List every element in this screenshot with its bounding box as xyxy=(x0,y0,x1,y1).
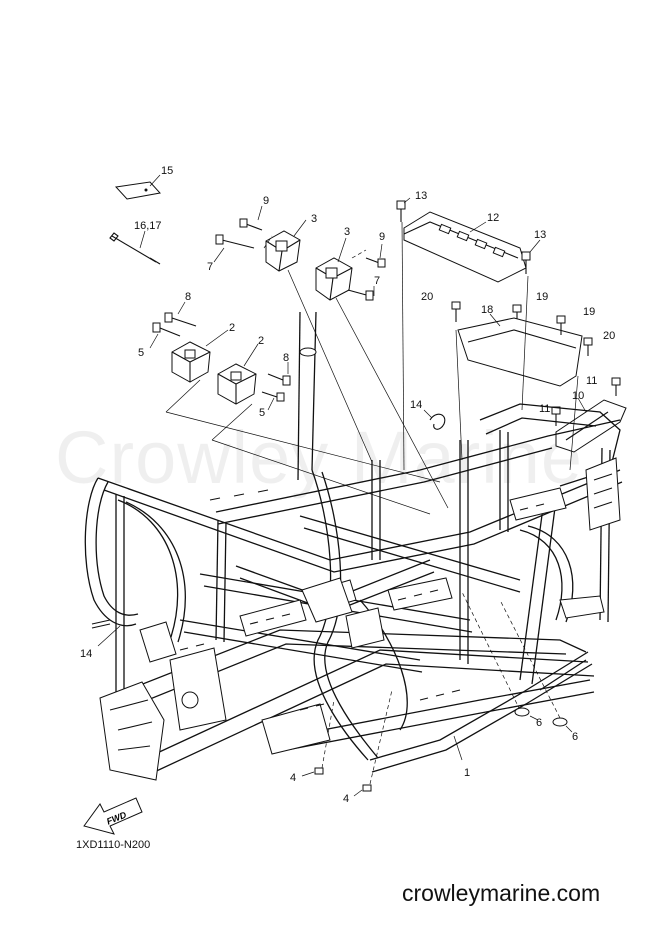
callout-8-lower: 8 xyxy=(283,352,289,364)
callout-12: 12 xyxy=(487,212,499,224)
callout-3-left: 3 xyxy=(311,213,317,225)
drawing-code: 1XD1110-N200 xyxy=(76,839,151,851)
part-2-mount-lower xyxy=(217,343,259,405)
callout-14-upper: 14 xyxy=(410,399,422,411)
callout-13-lower: 13 xyxy=(534,229,546,241)
callout-13-upper: 13 xyxy=(415,190,427,202)
callout-9-right: 9 xyxy=(379,231,385,243)
callout-20-right: 20 xyxy=(603,330,615,342)
callout-2-upper: 2 xyxy=(229,322,235,334)
callout-19-left: 19 xyxy=(536,291,548,303)
part-19-bolt-right xyxy=(556,315,566,335)
part-7-bolt-right xyxy=(347,286,375,301)
part-5-bolt-upper xyxy=(149,322,181,349)
part-6-grommet-right xyxy=(552,717,573,733)
part-4-clip-right xyxy=(353,784,372,797)
part-20-bolt-right xyxy=(583,337,593,356)
part-1-main-frame xyxy=(84,311,623,781)
part-8-bolt-upper xyxy=(164,301,197,327)
part-5-bolt-lower xyxy=(261,391,285,411)
callout-8-upper: 8 xyxy=(185,291,191,303)
callout-4-right: 4 xyxy=(343,793,349,805)
callout-11-right: 11 xyxy=(586,375,597,387)
callout-1: 1 xyxy=(464,767,470,779)
part-3-mount-right xyxy=(315,237,353,301)
callout-labels: 15 16,17 9 7 3 3 9 7 13 12 13 8 5 2 2 8 … xyxy=(80,165,615,805)
part-9-bolt-left xyxy=(239,205,263,231)
part-12-brace xyxy=(403,211,527,283)
callout-10: 10 xyxy=(572,390,584,402)
callout-3-right: 3 xyxy=(344,226,350,238)
callout-5-lower: 5 xyxy=(259,407,265,419)
callout-6-right: 6 xyxy=(572,731,578,743)
part-4-clip-left xyxy=(301,767,324,777)
callout-15: 15 xyxy=(161,165,173,177)
part-3-mount-left xyxy=(265,219,307,272)
callout-6-left: 6 xyxy=(536,717,542,729)
part-9-bolt-right xyxy=(365,243,386,268)
callout-14-lower: 14 xyxy=(80,648,92,660)
part-14-clip-upper xyxy=(423,409,446,430)
part-6-grommet-left xyxy=(514,707,539,721)
part-20-bolt-left xyxy=(451,301,461,322)
part-13-bolt-upper xyxy=(396,197,411,222)
callout-20-left: 20 xyxy=(421,291,433,303)
part-14-clip-lower xyxy=(91,619,111,629)
part-7-bolt-left xyxy=(213,234,255,263)
fwd-arrow-icon: FWD xyxy=(83,797,143,835)
part-15-plate xyxy=(114,174,161,200)
part-18-skid-plate xyxy=(457,313,583,387)
part-16-17-pin xyxy=(109,230,161,265)
callout-16-17: 16,17 xyxy=(134,220,162,232)
callout-19-right: 19 xyxy=(583,306,595,318)
callout-2-lower: 2 xyxy=(258,335,264,347)
footer-site-name: crowleymarine.com xyxy=(402,880,601,906)
callout-18: 18 xyxy=(481,304,493,316)
callout-4-left: 4 xyxy=(290,772,296,784)
callout-5-upper: 5 xyxy=(138,347,144,359)
callout-7-left: 7 xyxy=(207,261,213,273)
part-13-bolt-lower xyxy=(521,239,541,274)
callout-11-left: 11 xyxy=(539,403,550,415)
part-2-mount-upper xyxy=(171,329,229,383)
callout-9-left: 9 xyxy=(263,195,269,207)
part-8-bolt-lower xyxy=(267,362,291,386)
callout-7-right: 7 xyxy=(374,275,380,287)
